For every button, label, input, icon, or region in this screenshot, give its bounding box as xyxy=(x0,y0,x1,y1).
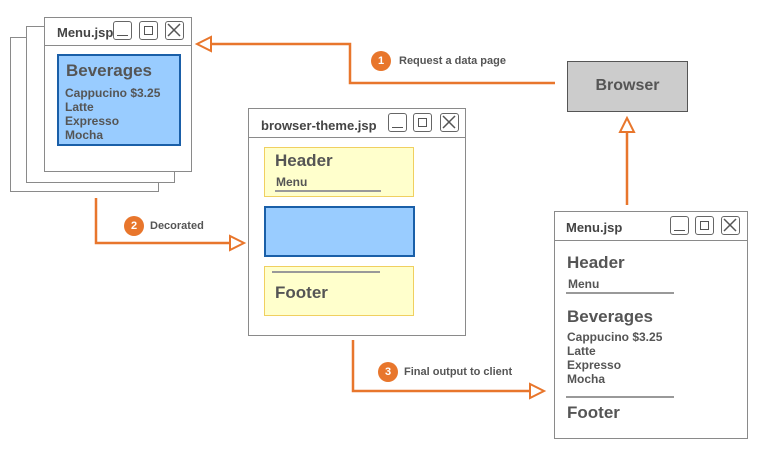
theme-footer-box: Footer xyxy=(264,266,414,316)
theme-footer-label: Footer xyxy=(275,283,328,302)
title-divider xyxy=(555,240,747,241)
menu-jsp-title: Menu.jsp xyxy=(57,25,114,40)
arrow-final-output xyxy=(351,340,530,393)
footer-divider xyxy=(272,271,380,273)
maximize-icon[interactable] xyxy=(413,113,432,132)
theme-header-label: Header xyxy=(275,151,333,170)
output-menu-label: Menu xyxy=(568,277,600,291)
browser-theme-window: browser-theme.jsp Header Menu Footer xyxy=(248,108,466,336)
beverages-content-box: Beverages Cappucino $3.25 Latte Expresso… xyxy=(57,54,181,146)
output-menu-jsp-window: Menu.jsp Header Menu Beverages Cappucino… xyxy=(554,211,748,439)
theme-header-box: Header Menu xyxy=(264,147,414,197)
title-divider xyxy=(249,137,465,138)
minimize-icon[interactable] xyxy=(670,216,689,235)
beverages-list: Cappucino $3.25 Latte Expresso Mocha xyxy=(65,86,160,142)
beverages-title: Beverages xyxy=(66,61,153,80)
theme-content-slot xyxy=(264,206,415,257)
list-item: Latte xyxy=(567,344,596,358)
step-1-label: Request a data page xyxy=(399,55,506,67)
maximize-icon[interactable] xyxy=(695,216,714,235)
menu-divider xyxy=(275,190,381,192)
minimize-icon[interactable] xyxy=(113,21,132,40)
arrow-request xyxy=(210,42,555,85)
menu-divider xyxy=(566,292,674,294)
output-header-label: Header xyxy=(567,253,625,272)
output-footer-label: Footer xyxy=(567,403,620,422)
list-item: Mocha xyxy=(65,128,104,142)
output-beverages-title: Beverages xyxy=(567,307,654,326)
list-item: Expresso xyxy=(65,114,120,128)
step-2-label: Decorated xyxy=(150,220,204,232)
step-1-badge: 1 xyxy=(371,51,391,71)
close-icon[interactable] xyxy=(165,21,184,40)
arrow-request-head xyxy=(194,35,212,53)
arrow-decorated xyxy=(94,198,230,245)
menu-jsp-window: Menu.jsp Beverages Cappucino $3.25 Latte… xyxy=(44,17,192,172)
browser-theme-title: browser-theme.jsp xyxy=(261,118,377,133)
list-item: Mocha xyxy=(567,372,606,386)
arrow-decorated-head xyxy=(229,234,247,252)
list-item: Cappucino $3.25 xyxy=(65,86,161,100)
step-3-label: Final output to client xyxy=(404,366,513,378)
list-item: Expresso xyxy=(567,358,622,372)
list-item: Latte xyxy=(65,100,94,114)
close-icon[interactable] xyxy=(440,113,459,132)
step-3-badge: 3 xyxy=(378,362,398,382)
title-divider xyxy=(45,45,191,46)
maximize-icon[interactable] xyxy=(139,21,158,40)
arrow-final-output-head xyxy=(529,382,547,400)
close-icon[interactable] xyxy=(721,216,740,235)
output-title: Menu.jsp xyxy=(566,220,623,235)
minimize-icon[interactable] xyxy=(388,113,407,132)
output-beverages-list: Cappucino $3.25 Latte Expresso Mocha xyxy=(567,330,662,386)
list-item: Cappucino $3.25 xyxy=(567,330,663,344)
arrow-to-browser-head xyxy=(618,115,636,133)
step-2-badge: 2 xyxy=(124,216,144,236)
footer-divider xyxy=(566,396,674,398)
browser-box: Browser xyxy=(567,61,688,112)
theme-menu-label: Menu xyxy=(276,175,308,189)
